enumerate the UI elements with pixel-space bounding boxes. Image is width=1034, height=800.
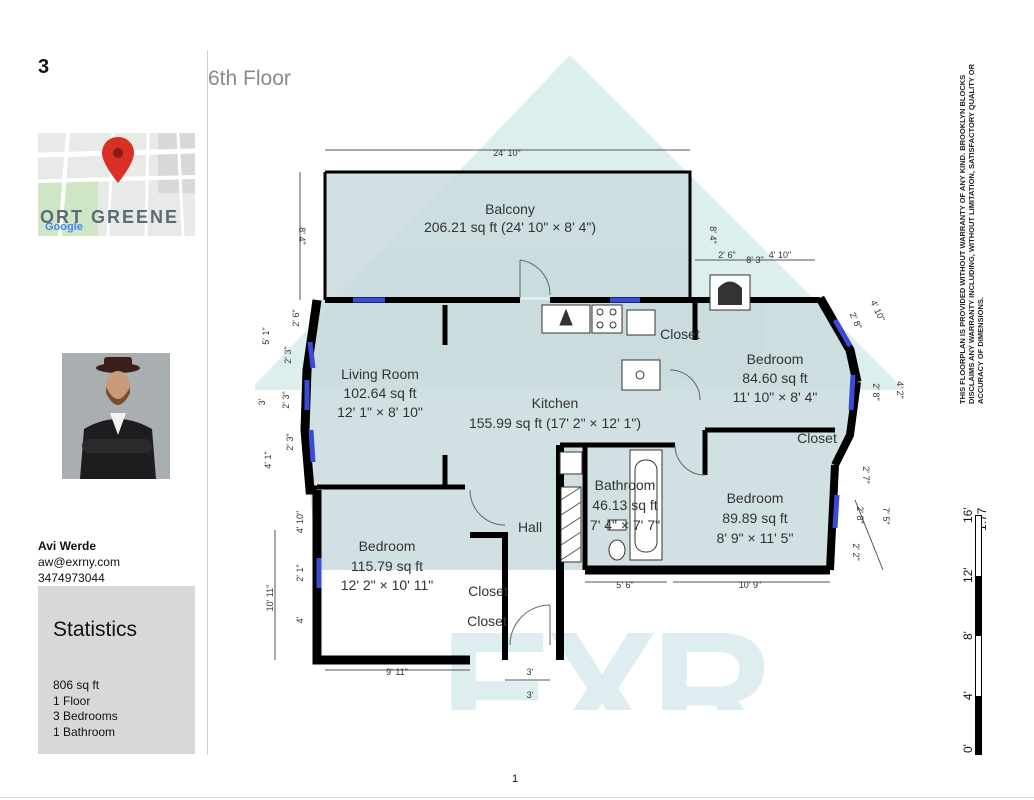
location-map[interactable]: ORT GREENE Google (38, 133, 195, 236)
scale-tick-4: 4' (961, 691, 975, 700)
agent-name: Avi Werde (38, 539, 97, 553)
scale-tick-16: 16' (961, 507, 975, 523)
stat-bathrooms: 1 Bathroom (53, 725, 116, 739)
bedroom-ne-area: 84.60 sq ft (742, 370, 807, 386)
living-room-area: 102.64 sq ft (343, 385, 416, 401)
dim-fp-a: 2' 6" (718, 250, 735, 260)
google-logo: Google (45, 221, 83, 233)
bottom-rule (0, 797, 1034, 798)
dim-left-g: 2' 3" (285, 433, 295, 450)
living-room-name: Living Room (341, 366, 419, 382)
doors (469, 259, 706, 646)
living-room-dims: 12' 1" × 8' 10" (337, 404, 423, 420)
hall-name: Hall (518, 519, 542, 535)
dim-sw-a: 4' 10" (295, 511, 305, 533)
bedroom-se-area: 89.89 sq ft (722, 510, 787, 526)
dim-left-e: 2' 3" (281, 391, 291, 408)
closet-b-name: Closet (467, 613, 507, 629)
hatched-shaft (560, 486, 582, 563)
statistics-title: Statistics (53, 618, 138, 641)
dim-sw-c: 2' 1" (295, 564, 305, 581)
stat-floors: 1 Floor (53, 694, 91, 708)
column-divider (207, 50, 208, 755)
dim-fp-b: 4' 10" (769, 250, 791, 260)
dim-sw-b: 10' 11" (265, 585, 275, 612)
bathroom-name: Bathroom (595, 477, 656, 493)
dim-bottom-c: 3' (527, 690, 534, 700)
dim-left-b: 2' 6" (291, 309, 301, 326)
map-streets (38, 133, 195, 236)
dim-ne-top: 8' 3" (746, 255, 763, 265)
dim-bottom-d: 5' 6" (616, 580, 633, 590)
agent-email[interactable]: aw@exrny.com (38, 555, 120, 569)
map-pin-icon (102, 137, 134, 183)
kitchen-size: 155.99 sq ft (17' 2" × 12' 1") (469, 415, 641, 431)
dim-right-b: 2' 8" (848, 311, 864, 331)
bedroom-ne-name: Bedroom (747, 351, 804, 367)
dim-right-e: 2' 7" (861, 466, 871, 483)
dim-bottom-a: 9' 11" (386, 667, 408, 677)
dim-right-a: 4' 10" (868, 298, 887, 323)
bathroom-dims: 7' 4" × 7' 7" (590, 517, 660, 533)
dim-right-c: 2' 8" (871, 383, 881, 400)
bathroom-area: 46.13 sq ft (592, 497, 657, 513)
bedroom-sw-name: Bedroom (359, 538, 416, 554)
closet-east-name: Closet (797, 430, 837, 446)
balcony-name: Balcony (485, 201, 535, 217)
dim-right-g: 7' 5" (881, 507, 891, 524)
dim-bottom-e: 10' 9" (739, 580, 761, 590)
bedroom-se-name: Bedroom (727, 490, 784, 506)
dim-ne-left: 8' 4" (708, 226, 718, 243)
dim-left-a: 5' 1" (261, 327, 271, 344)
dim-left-d: 3' (257, 398, 267, 405)
dim-right-h: 2' 2" (851, 543, 861, 560)
kitchen-name: Kitchen (532, 395, 579, 411)
balcony-size: 206.21 sq ft (24' 10" × 8' 4") (424, 219, 596, 235)
closet-a-name: Closet (468, 583, 508, 599)
dim-bottom-b: 3' (527, 667, 534, 677)
stat-area: 806 sq ft (53, 678, 100, 692)
scale-tick-0: 0' (961, 744, 975, 753)
closet-kitchen-name: Closet (660, 326, 700, 342)
scale-tick-12: 12' (961, 567, 975, 583)
scale-tick-8: 8' (961, 631, 975, 640)
stat-bedrooms: 3 Bedrooms (53, 709, 118, 723)
floor-title: 6th Floor (208, 67, 291, 90)
page-number-top: 3 (38, 56, 50, 78)
dim-right-f: 2' 8" (855, 506, 865, 523)
agent-photo (62, 353, 170, 479)
bedroom-sw-dims: 12' 2" × 10' 11" (341, 577, 434, 593)
floorplan: EXR (255, 55, 905, 710)
room-fills (305, 172, 857, 570)
fireplace-icon (709, 274, 751, 311)
statistics-panel: Statistics 806 sq ft 1 Floor 3 Bedrooms … (38, 586, 195, 754)
map-neighborhood-label: ORT GREENE (40, 207, 180, 227)
dim-left-c: 2' 3" (283, 346, 293, 363)
svg-text:EXR: EXR (440, 597, 771, 710)
dim-top: 24' 10" (493, 148, 520, 158)
agent-phone[interactable]: 3474973044 (38, 571, 105, 585)
dimension-lines (274, 149, 884, 681)
disclaimer: THIS FLOORPLAN IS PROVIDED WITHOUT WARRA… (958, 64, 998, 414)
dim-right-d: 4' 2" (895, 381, 905, 398)
bedroom-se-dims: 8' 9" × 11' 5" (717, 530, 794, 546)
bedroom-ne-dims: 11' 10" × 8' 4" (733, 389, 818, 405)
windows (304, 297, 856, 588)
kitchen-fixtures (541, 304, 661, 391)
bedroom-sw-area: 115.79 sq ft (351, 558, 423, 574)
footer-page-number: 1 (512, 773, 519, 785)
dim-left-f: 4' 1" (263, 451, 273, 468)
scale-bar: 0' 4' 8' 12' 16' 1:77 (955, 495, 1015, 760)
disclaimer-text: THIS FLOORPLAN IS PROVIDED WITHOUT WARRA… (958, 64, 985, 404)
scale-ruler (975, 515, 982, 755)
dim-balcony-left: 8' 4" (297, 227, 307, 244)
dim-sw-d: 4' (295, 616, 305, 623)
bathroom-fixtures (559, 449, 663, 561)
